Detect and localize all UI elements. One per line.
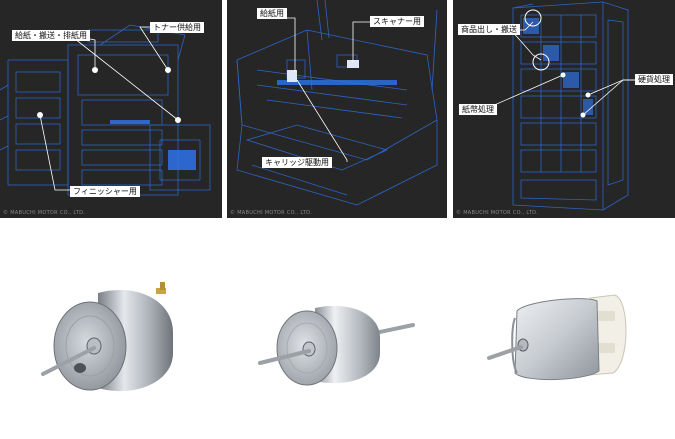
dc-motor-photo-1 xyxy=(41,282,173,392)
label-product-dispense: 商品出し・搬送 xyxy=(458,24,520,35)
dc-motor-photo-3 xyxy=(487,294,627,380)
label-feed-transport-eject: 給紙・搬送・排紙用 xyxy=(12,30,90,41)
label-paper-feed: 給紙用 xyxy=(257,8,287,19)
label-carriage-drive: キャリッジ駆動用 xyxy=(262,157,332,168)
printer-wireframe xyxy=(236,0,438,206)
label-toner-supply: トナー供給用 xyxy=(150,22,204,33)
vending-machine-wireframe xyxy=(461,1,638,211)
copyright-text: © MABUCHI MOTOR CO., LTD. xyxy=(456,210,539,216)
vending-machine-panel: 商品出し・搬送 硬貨処理 紙幣処理 © MABUCHI MOTOR CO., L… xyxy=(453,0,675,218)
dc-motor-photo-2 xyxy=(258,305,415,386)
label-bill-handling: 紙幣処理 xyxy=(459,104,497,115)
copier-wireframe xyxy=(0,24,211,196)
motor-photos-row xyxy=(0,218,675,439)
copyright-text: © MABUCHI MOTOR CO., LTD. xyxy=(3,210,86,216)
copyright-text: © MABUCHI MOTOR CO., LTD. xyxy=(230,210,313,216)
label-coin-handling: 硬貨処理 xyxy=(635,74,673,85)
copier-panel: 給紙・搬送・排紙用 トナー供給用 フィニッシャー用 © MABUCHI MOTO… xyxy=(0,0,222,218)
label-scanner: スキャナー用 xyxy=(370,16,424,27)
printer-panel: 給紙用 スキャナー用 キャリッジ駆動用 © MABUCHI MOTOR CO.,… xyxy=(227,0,447,218)
label-finisher: フィニッシャー用 xyxy=(70,186,140,197)
